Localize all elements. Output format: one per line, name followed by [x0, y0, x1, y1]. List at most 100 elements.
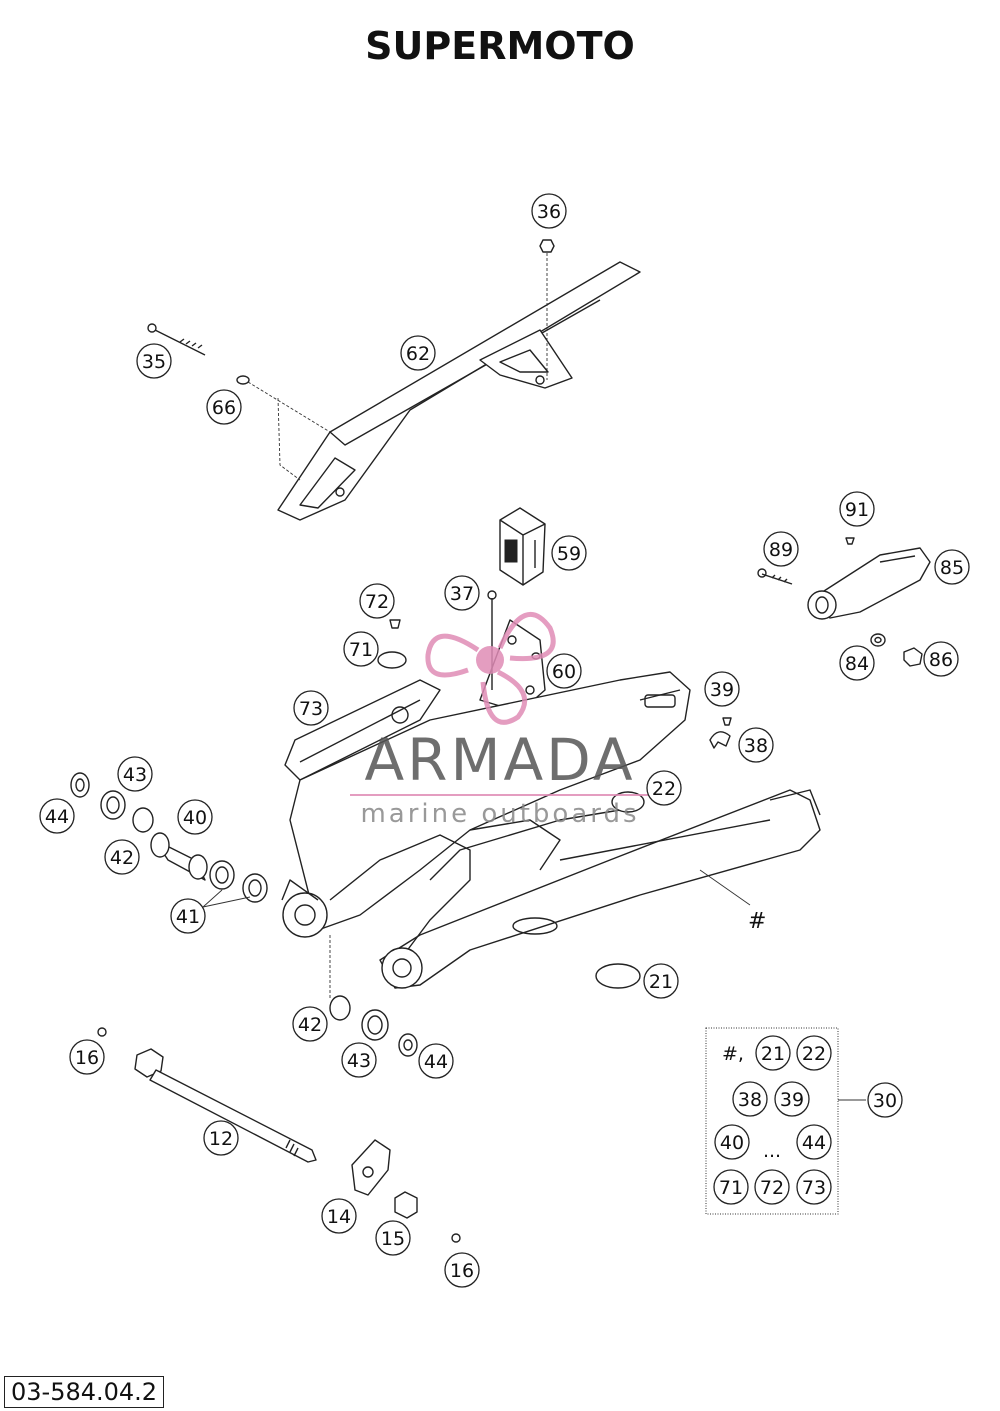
washer-part	[236, 375, 250, 385]
callout-14: 14	[321, 1198, 357, 1234]
callout-label: 37	[450, 583, 474, 605]
callout-label: 35	[142, 351, 166, 373]
callout-label: 85	[940, 557, 964, 579]
callout-60: 60	[546, 653, 582, 689]
callout-label: 16	[75, 1047, 99, 1069]
nut-part	[97, 1027, 107, 1037]
callout-label: 59	[557, 543, 581, 565]
callout-36: 36	[531, 193, 567, 229]
long-bolt-part	[147, 323, 206, 356]
callout-label: 84	[845, 653, 869, 675]
callout-73: 73	[293, 690, 329, 726]
kit-label: 21	[761, 1043, 785, 1065]
callout-label: 14	[327, 1206, 351, 1228]
kit-symbol: ...	[763, 1140, 781, 1162]
callout-40: 40	[177, 799, 213, 835]
callout-label: 21	[649, 971, 673, 993]
callout-62: 62	[400, 335, 436, 371]
callout-label: 36	[537, 201, 561, 223]
callout-label: 71	[349, 639, 373, 661]
nut-part	[539, 239, 555, 380]
callout-label: 16	[450, 1260, 474, 1282]
bearing-stack-left	[70, 772, 268, 903]
callout-label: 12	[209, 1128, 233, 1150]
chain-guard-part	[277, 261, 641, 521]
callout-59: 59	[551, 535, 587, 571]
callout-91: 91	[839, 491, 875, 527]
screw-part	[389, 619, 401, 629]
callout-44: 44	[418, 1043, 454, 1079]
callout-label: 30	[873, 1090, 897, 1112]
kit-label: #,	[722, 1043, 744, 1065]
nut-part	[451, 1233, 461, 1243]
swingarm-part	[281, 671, 821, 989]
kit-callout-22: 22	[796, 1035, 832, 1071]
callout-15: 15	[375, 1220, 411, 1256]
callout-72: 72	[359, 583, 395, 619]
callout-38: 38	[738, 727, 774, 763]
callout-label: 73	[299, 698, 323, 720]
callout-label: 43	[347, 1050, 371, 1072]
callout-66: 66	[206, 389, 242, 425]
callout-37: 37	[444, 575, 480, 611]
callout-label: 60	[552, 661, 576, 683]
callout-label: 66	[212, 397, 236, 419]
kit-label: 40	[720, 1132, 744, 1154]
callout-71: 71	[343, 631, 379, 667]
kit-callout-71: 71	[713, 1169, 749, 1205]
callout-30: 30	[867, 1082, 903, 1118]
callout-label: 44	[45, 806, 69, 828]
swingarm-hash-marker: #	[748, 909, 766, 934]
kit-label: 22	[802, 1043, 826, 1065]
armada-watermark: ARMADA marine outboards	[350, 611, 650, 829]
watermark-tagline: marine outboards	[360, 799, 639, 829]
bracket-part	[479, 590, 546, 713]
cap-part	[377, 651, 407, 669]
callout-85: 85	[934, 549, 970, 585]
callout-39: 39	[704, 671, 740, 707]
callout-21: 21	[643, 963, 679, 999]
callout-43: 43	[341, 1042, 377, 1078]
kit-callout-21: 21	[755, 1035, 791, 1071]
bearing-stack-lower	[329, 995, 418, 1057]
callout-16: 16	[444, 1252, 480, 1288]
callout-42: 42	[292, 1006, 328, 1042]
callout-label: 42	[110, 847, 134, 869]
kit-symbol: #,	[722, 1043, 744, 1065]
spacer-part	[394, 1191, 418, 1219]
propeller-logo	[425, 611, 556, 725]
callout-35: 35	[136, 343, 172, 379]
chain-guide-block-part	[757, 537, 931, 667]
callout-label: 44	[424, 1051, 448, 1073]
callout-12: 12	[203, 1120, 239, 1156]
kit-callout-38: 38	[732, 1081, 768, 1117]
callout-label: 86	[929, 649, 953, 671]
callout-label: 22	[652, 778, 676, 800]
callout-41: 41	[170, 898, 206, 934]
drawing-code: 03-584.04.2	[4, 1376, 165, 1408]
kit-callout-73: 73	[796, 1169, 832, 1205]
callout-label: 72	[365, 591, 389, 613]
callout-label: 38	[744, 735, 768, 757]
callout-16: 16	[69, 1039, 105, 1075]
cover-part	[595, 963, 641, 989]
screw-part	[722, 717, 732, 726]
callout-label: 43	[123, 764, 147, 786]
watermark-brand: ARMADA	[364, 726, 635, 794]
kit-label: 71	[719, 1177, 743, 1199]
callout-22: 22	[646, 770, 682, 806]
callout-label: 39	[710, 679, 734, 701]
kit-callout-72: 72	[754, 1169, 790, 1205]
callout-label: 42	[298, 1014, 322, 1036]
kit-callout-39: 39	[774, 1081, 810, 1117]
kit-label: ...	[763, 1140, 781, 1162]
callout-43: 43	[117, 756, 153, 792]
rubber-block-part	[499, 507, 546, 586]
page-title: SUPERMOTO	[365, 24, 635, 68]
callout-84: 84	[839, 645, 875, 681]
callout-label: 40	[183, 807, 207, 829]
callout-label: 41	[176, 906, 200, 928]
clip-part	[709, 731, 731, 749]
kit-label: 39	[780, 1089, 804, 1111]
